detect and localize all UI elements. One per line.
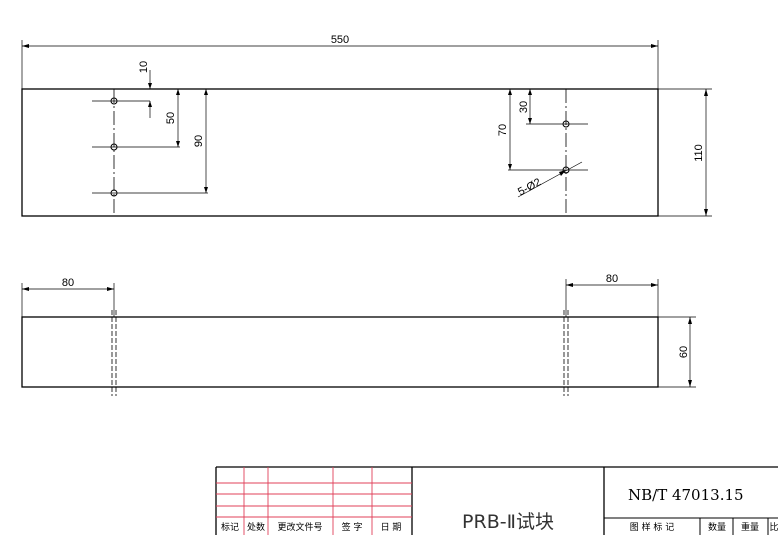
dim-text-50: 50 bbox=[165, 112, 177, 124]
arrowhead bbox=[559, 170, 566, 176]
arrowhead bbox=[204, 89, 208, 95]
dim-text-70: 70 bbox=[497, 124, 509, 136]
arrowhead bbox=[651, 283, 658, 287]
dim-text-10: 10 bbox=[138, 61, 150, 73]
side-view: 80 80 60 bbox=[21, 273, 696, 396]
dim-text-80-right: 80 bbox=[606, 273, 618, 285]
arrowhead bbox=[508, 89, 512, 95]
tb-header-date: 日 期 bbox=[381, 522, 402, 533]
dim-text-80-left: 80 bbox=[62, 277, 74, 289]
tb-header-signature: 签 字 bbox=[342, 521, 363, 533]
hole-callout-text: 5-Ø2 bbox=[516, 176, 543, 198]
arrowhead bbox=[176, 89, 180, 95]
arrowhead bbox=[508, 164, 512, 170]
top-view: 10 50 90 30 70 5-Ø2 550 bbox=[21, 34, 712, 217]
tb-label-scale: 比 bbox=[769, 521, 778, 533]
arrowhead bbox=[22, 44, 29, 48]
top-view-outline bbox=[21, 88, 659, 217]
title-block: 标记 处数 更改文件号 签 字 日 期 PRB-Ⅱ试块 NB/T 47013.1… bbox=[215, 466, 778, 535]
dim-text-60: 60 bbox=[678, 346, 690, 358]
tb-header-change-doc: 更改文件号 bbox=[277, 521, 322, 533]
tb-label-weight: 重量 bbox=[741, 521, 759, 533]
arrowhead bbox=[566, 283, 573, 287]
arrowhead bbox=[204, 187, 208, 193]
arrowhead bbox=[22, 287, 29, 291]
dim-text-30: 30 bbox=[518, 101, 530, 113]
tb-label-drawing-mark: 图 样 标 记 bbox=[630, 521, 675, 533]
arrowhead bbox=[688, 380, 692, 387]
arrowhead bbox=[688, 317, 692, 324]
arrowhead bbox=[528, 89, 532, 95]
leader-line bbox=[517, 161, 583, 198]
arrowhead bbox=[148, 101, 152, 107]
arrowhead bbox=[704, 89, 708, 96]
dim-text-550: 550 bbox=[331, 34, 349, 46]
dim-text-90: 90 bbox=[193, 135, 205, 147]
side-view-outline bbox=[21, 316, 659, 388]
tb-header-count: 处数 bbox=[247, 521, 265, 533]
arrowhead bbox=[651, 44, 658, 48]
arrowhead bbox=[148, 83, 152, 89]
standard-number: NB/T 47013.15 bbox=[628, 486, 744, 504]
part-name: PRB-Ⅱ试块 bbox=[462, 511, 554, 533]
tb-header-mark: 标记 bbox=[221, 521, 239, 533]
arrowhead bbox=[528, 118, 532, 124]
arrowhead bbox=[107, 287, 114, 291]
dim-text-110: 110 bbox=[693, 144, 705, 162]
arrowhead bbox=[704, 209, 708, 216]
arrowhead bbox=[176, 141, 180, 147]
tb-label-quantity: 数量 bbox=[708, 521, 726, 533]
